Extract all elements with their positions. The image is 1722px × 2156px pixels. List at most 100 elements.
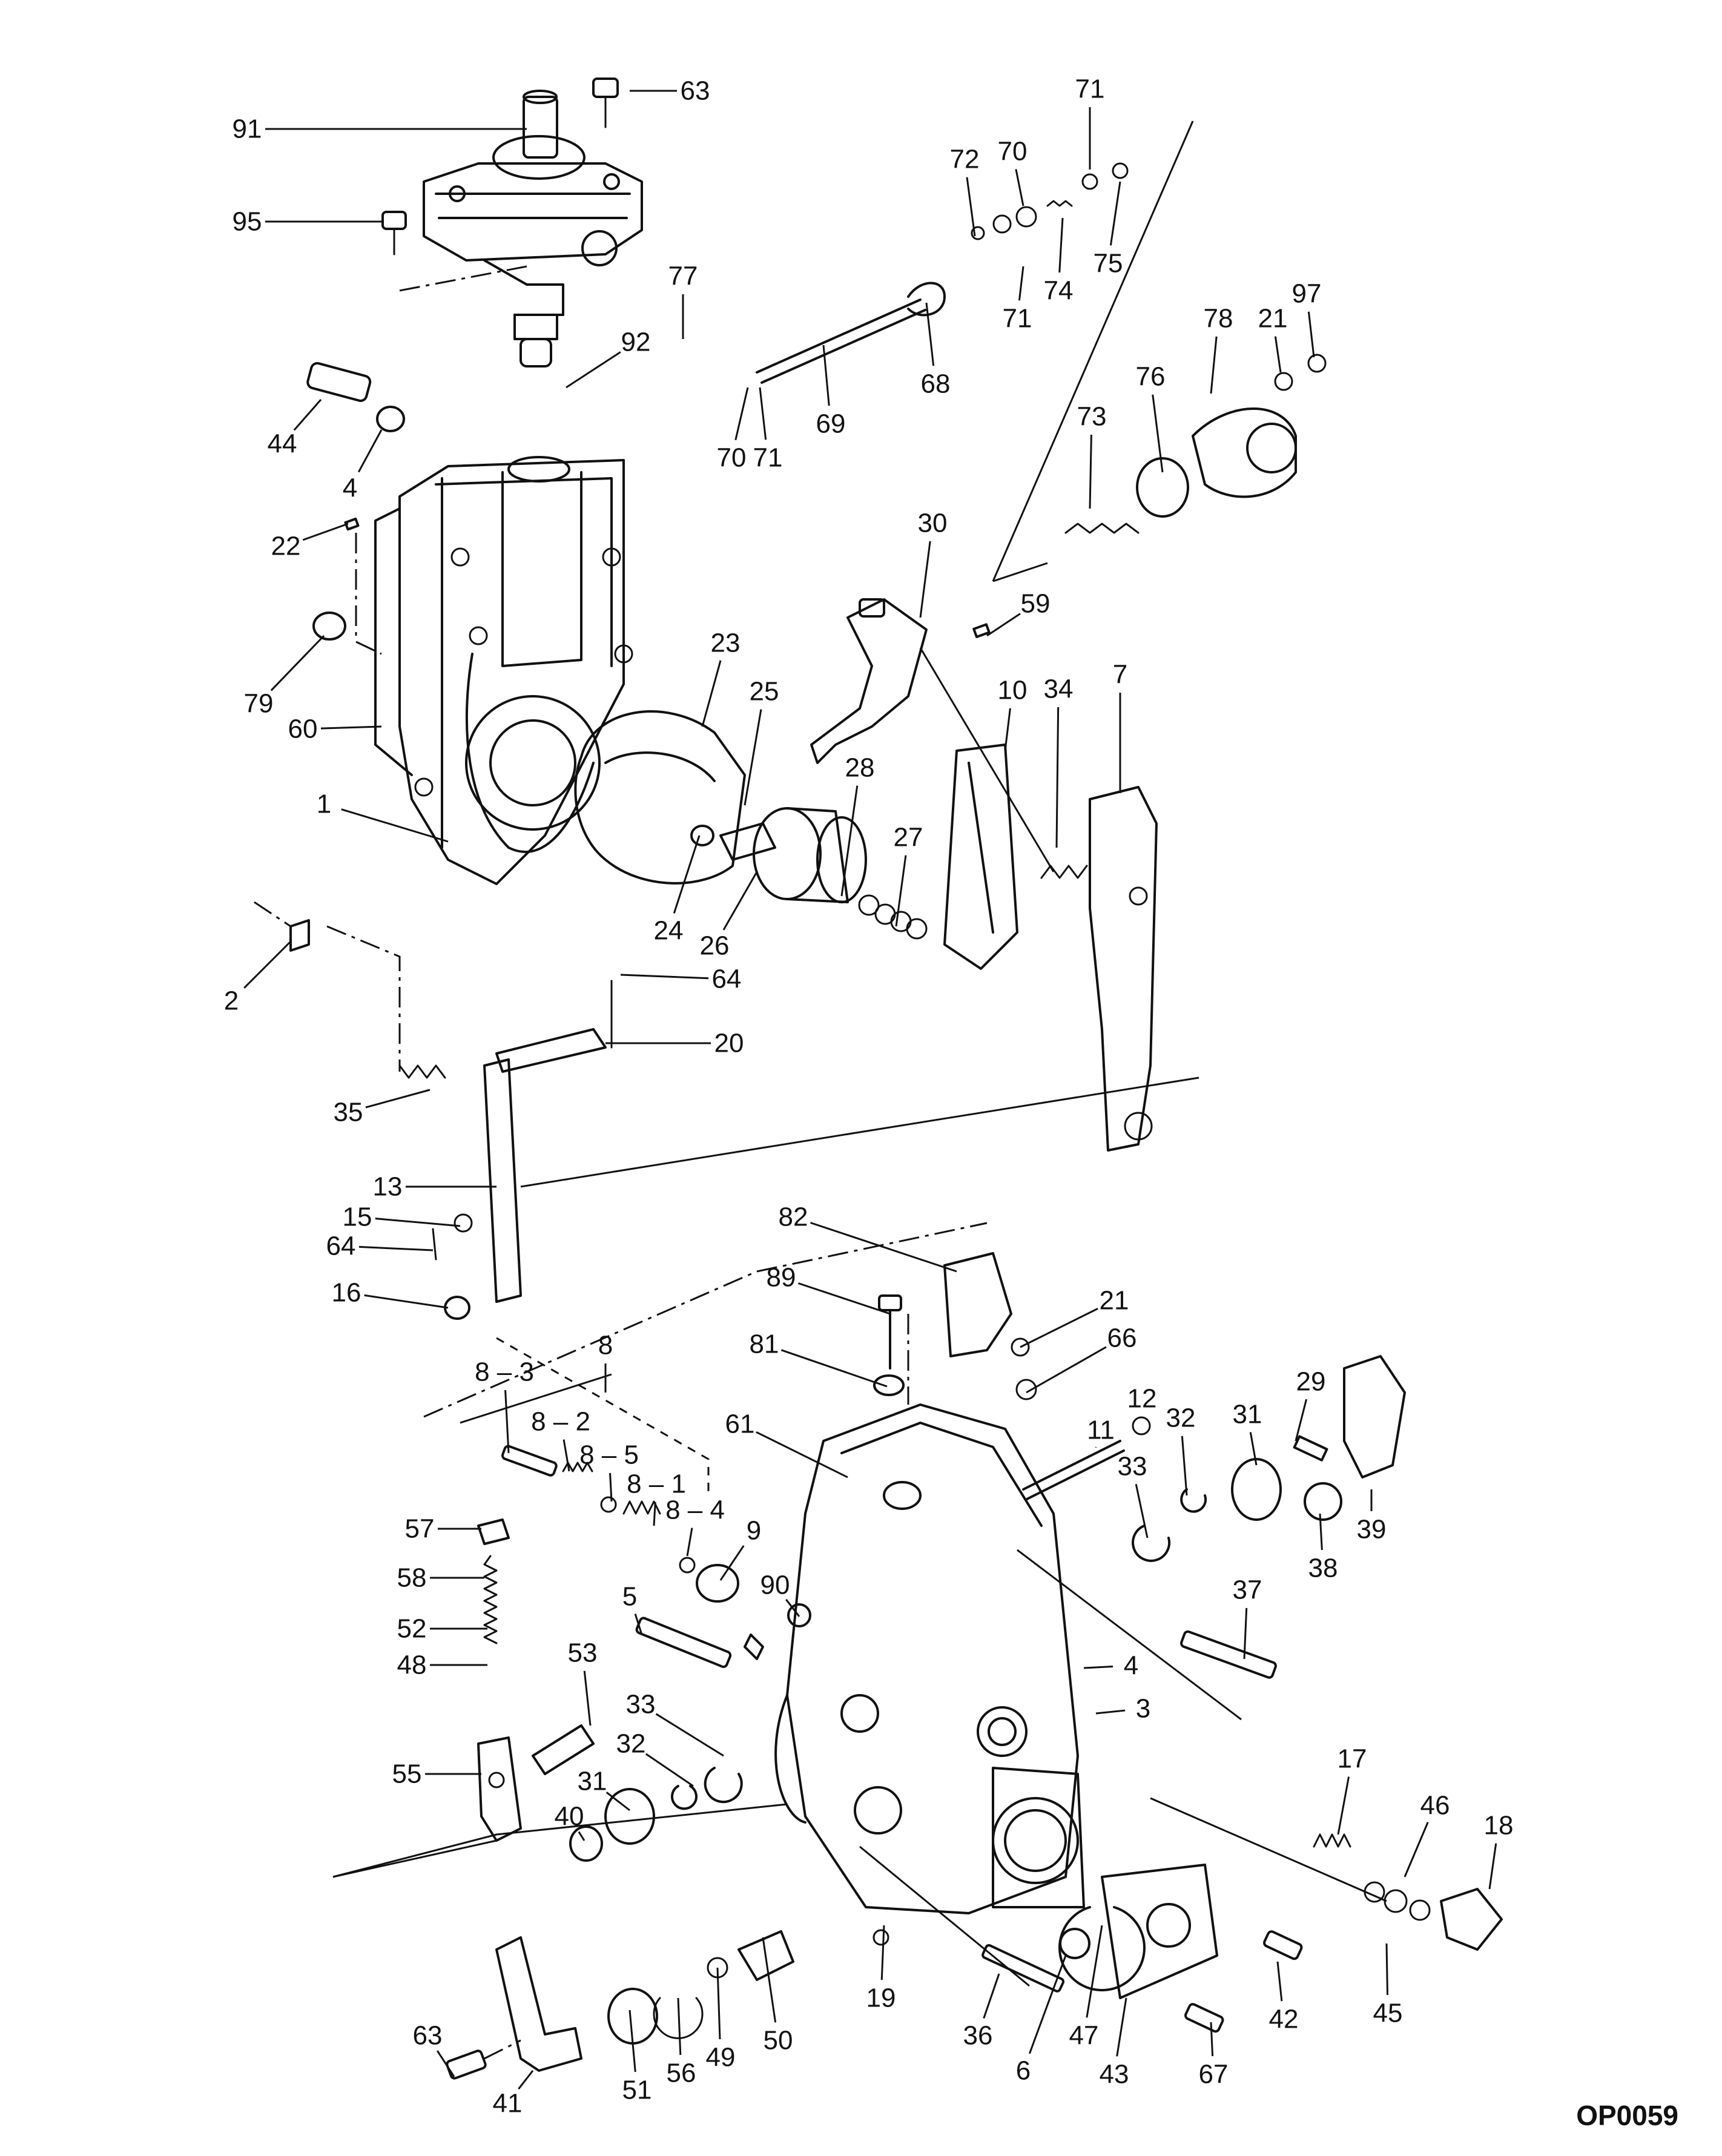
part-number-p15: 15 <box>343 1202 372 1232</box>
part-callout-p7: 7 <box>1113 660 1127 793</box>
part-number-p60: 60 <box>288 714 318 744</box>
part-number-p81: 81 <box>750 1330 779 1359</box>
part-callout-p68: 68 <box>921 302 950 399</box>
leader-line-p70a <box>1015 169 1024 206</box>
part-number-p71a: 71 <box>1075 74 1105 104</box>
leader-line-p32b <box>645 1753 694 1787</box>
part-callout-p82: 82 <box>779 1202 957 1273</box>
leader-line-p67 <box>1210 2022 1214 2057</box>
part-callout-p4b: 4 <box>1083 1651 1138 1681</box>
leader-line-p31b <box>605 1792 630 1812</box>
part-number-p61: 61 <box>725 1409 755 1439</box>
part-callout-p38: 38 <box>1308 1513 1338 1583</box>
leader-line-p63b <box>437 2050 455 2077</box>
part-callout-p47: 47 <box>1069 1925 1103 2051</box>
part-callout-p73: 73 <box>1077 402 1107 509</box>
part-callout-p64b: 64 <box>326 1231 434 1261</box>
leader-line-p9 <box>719 1545 745 1581</box>
part-number-p39: 39 <box>1357 1515 1387 1544</box>
leader-line-p73 <box>1089 434 1092 509</box>
part-callout-p2: 2 <box>224 940 292 1016</box>
leader-line-p47 <box>1086 1925 1103 2018</box>
part-number-p64b: 64 <box>326 1231 356 1261</box>
part-callout-p32a: 32 <box>1166 1403 1196 1496</box>
leader-line-p2 <box>243 940 292 989</box>
part-number-p74: 74 <box>1044 276 1074 306</box>
leader-line-p6 <box>1028 1955 1067 2054</box>
part-callout-p90: 90 <box>760 1571 800 1617</box>
part-number-p19: 19 <box>866 1983 896 2013</box>
part-callout-p30: 30 <box>918 509 947 618</box>
part-number-p58: 58 <box>397 1563 427 1593</box>
part-number-p4b: 4 <box>1124 1651 1138 1681</box>
part-callout-p64a: 64 <box>620 964 742 994</box>
part-callout-p8_3: 8 – 3 <box>475 1357 534 1454</box>
leader-line-p72 <box>966 177 976 237</box>
governor-shaft-drawing <box>756 162 1129 872</box>
part-callout-p72: 72 <box>950 145 979 237</box>
part-callout-p89: 89 <box>767 1263 891 1315</box>
part-callout-p18: 18 <box>1484 1811 1514 1890</box>
part-number-p8_2: 8 – 2 <box>531 1407 590 1437</box>
leader-line-p97 <box>1307 311 1315 358</box>
part-callout-p50: 50 <box>762 1937 793 2055</box>
part-callout-p22: 22 <box>271 523 349 561</box>
part-callout-p37: 37 <box>1233 1575 1262 1660</box>
part-number-p49: 49 <box>706 2043 736 2072</box>
part-callout-p1: 1 <box>317 790 449 843</box>
part-callout-p24: 24 <box>654 835 701 946</box>
part-number-p73: 73 <box>1077 402 1107 432</box>
leader-line-p8_4 <box>686 1528 693 1557</box>
lower-left-parts-drawing <box>332 1518 788 1878</box>
part-number-p46: 46 <box>1420 1791 1450 1821</box>
part-number-p23: 23 <box>711 628 741 658</box>
part-callout-p57: 57 <box>405 1514 481 1544</box>
part-callout-p71c: 71 <box>753 387 782 473</box>
part-callout-p21b: 21 <box>1020 1286 1129 1348</box>
leader-line-p46 <box>1404 1822 1429 1877</box>
leader-line-p81 <box>780 1349 888 1388</box>
leader-line-p44 <box>293 399 322 431</box>
part-number-p21b: 21 <box>1100 1286 1129 1316</box>
part-callout-p74: 74 <box>1044 217 1074 306</box>
leader-line-p89 <box>797 1282 891 1315</box>
part-callout-p44: 44 <box>268 399 322 459</box>
part-number-p32a: 32 <box>1166 1403 1196 1433</box>
part-callout-p76: 76 <box>1136 362 1165 473</box>
part-number-p18: 18 <box>1484 1811 1514 1841</box>
part-number-p24: 24 <box>654 916 684 946</box>
part-number-p92: 92 <box>621 328 651 357</box>
part-number-p25: 25 <box>750 677 779 707</box>
part-callout-p41: 41 <box>493 2070 534 2118</box>
leader-line-p35 <box>365 1089 431 1109</box>
part-callout-p31a: 31 <box>1233 1400 1262 1466</box>
leader-line-p71b <box>1018 266 1024 301</box>
part-callout-p17: 17 <box>1338 1744 1367 1835</box>
part-callout-p8_5: 8 – 5 <box>579 1440 639 1502</box>
part-callout-p63b: 63 <box>413 2021 455 2077</box>
leader-line-p25 <box>744 709 762 806</box>
part-number-p63a: 63 <box>681 76 710 106</box>
leader-line-p61 <box>756 1431 848 1479</box>
part-number-p4a: 4 <box>343 473 357 503</box>
part-number-p31b: 31 <box>578 1767 607 1796</box>
part-number-p64a: 64 <box>712 964 742 994</box>
leader-line-p3 <box>1095 1709 1126 1715</box>
leader-line-p5 <box>634 1614 643 1635</box>
part-number-p31a: 31 <box>1233 1400 1262 1429</box>
leader-line-p28 <box>840 785 859 897</box>
part-callout-p46: 46 <box>1404 1791 1450 1877</box>
part-callout-p27: 27 <box>894 823 923 927</box>
part-callout-p29: 29 <box>1295 1367 1325 1442</box>
leader-line-p75 <box>1109 181 1121 246</box>
part-number-p70a: 70 <box>998 137 1028 166</box>
leader-line-p29 <box>1295 1399 1308 1442</box>
leader-line-p21a <box>1274 336 1282 373</box>
part-number-p44: 44 <box>268 429 297 459</box>
part-number-p47: 47 <box>1069 2021 1099 2051</box>
leader-line-p42 <box>1276 1961 1283 2002</box>
part-number-p10: 10 <box>998 676 1028 705</box>
leader-line-p33b <box>655 1713 724 1757</box>
part-number-p5: 5 <box>622 1582 637 1612</box>
part-callout-p33b: 33 <box>626 1690 724 1757</box>
